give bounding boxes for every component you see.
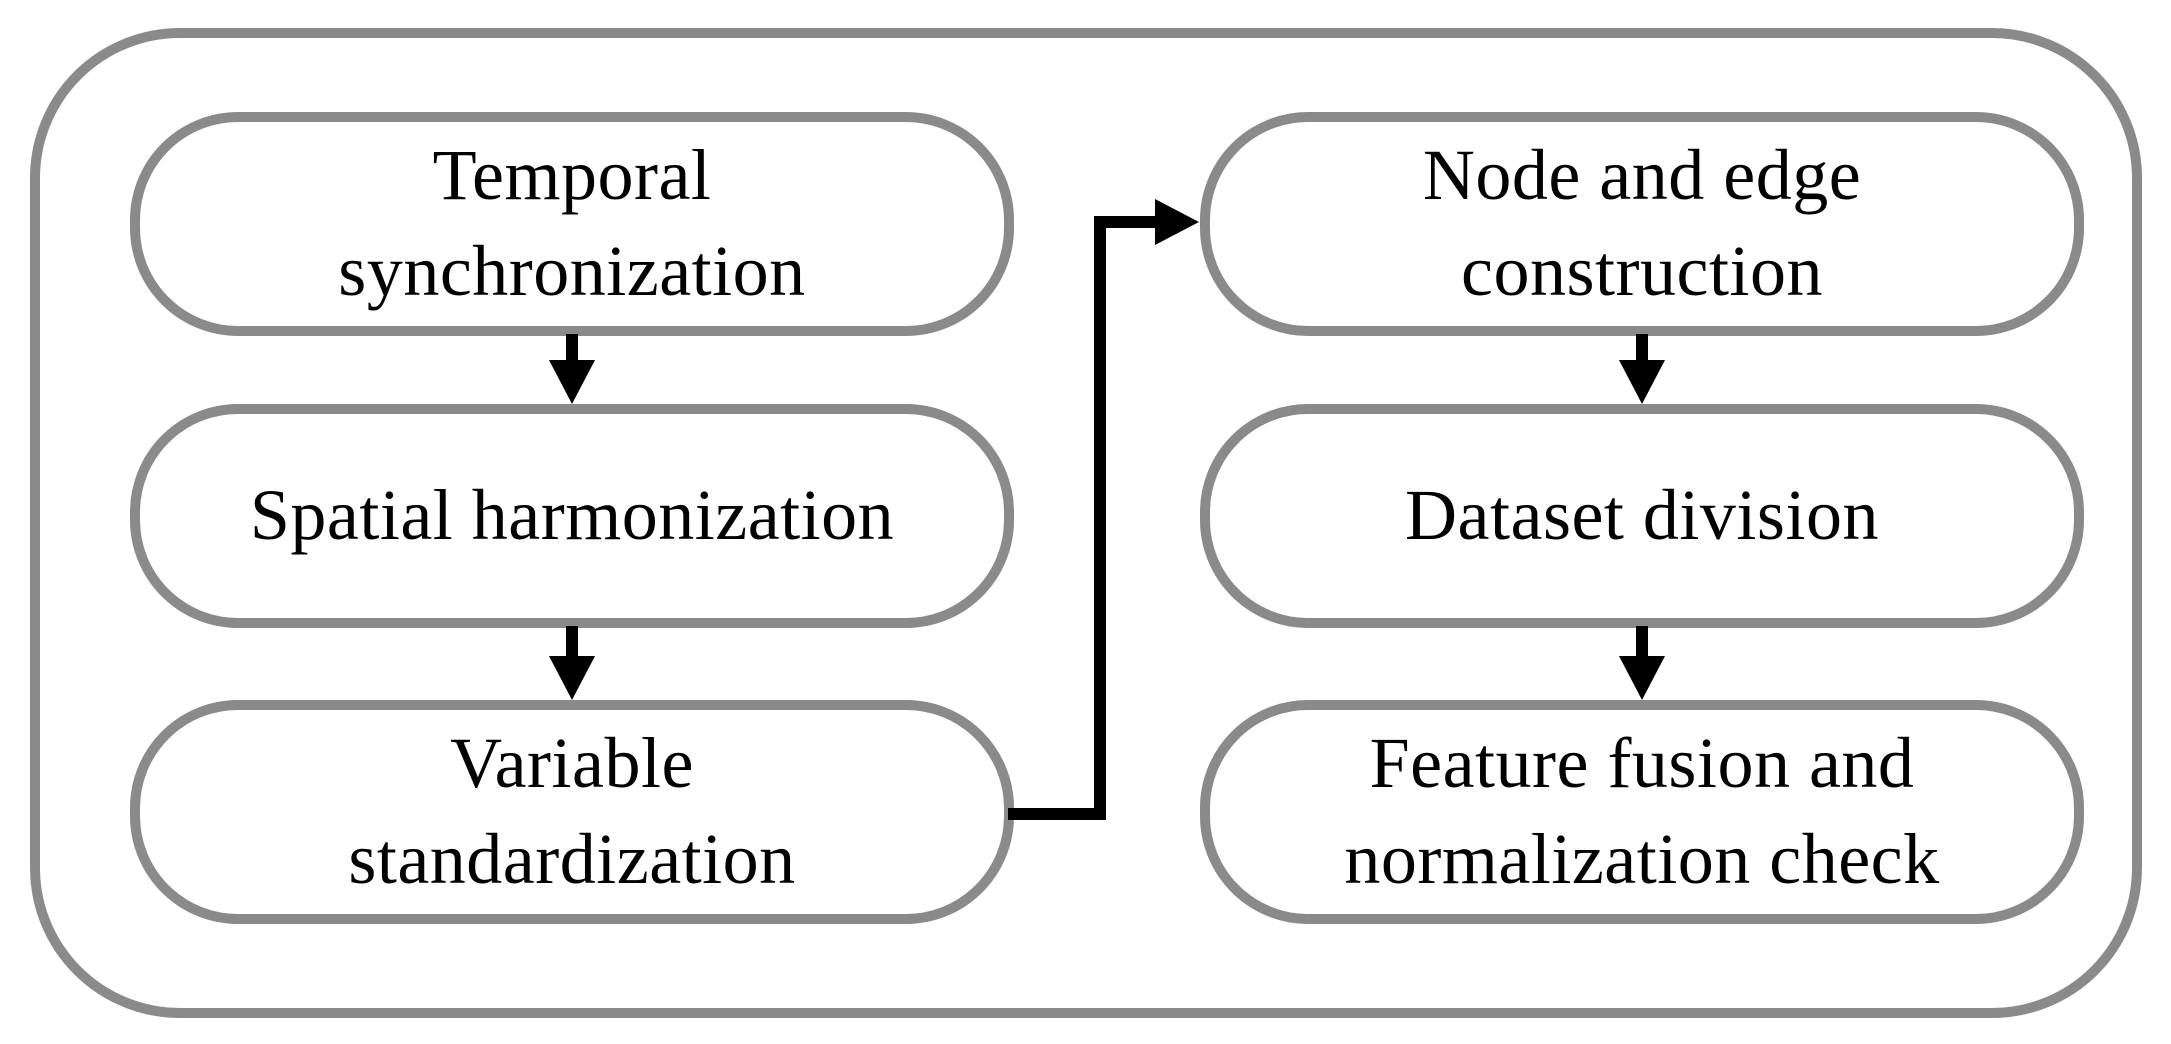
node-label: Node and edge construction (1422, 135, 1862, 311)
node-label: Spatial harmonization (249, 475, 895, 556)
node-spatial-harmonization: Spatial harmonization (130, 404, 1014, 628)
node-temporal-synchronization: Temporal synchronization (130, 112, 1014, 336)
node-feature-fusion-normalization-check: Feature fusion and normalization check (1200, 700, 2084, 924)
node-variable-standardization: Variable standardization (130, 700, 1014, 924)
node-label: Feature fusion and normalization check (1344, 723, 1940, 899)
node-node-and-edge-construction: Node and edge construction (1200, 112, 2084, 336)
node-label: Variable standardization (348, 723, 796, 899)
outer-frame-border (30, 28, 2142, 1018)
node-label: Temporal synchronization (338, 135, 806, 311)
node-label: Dataset division (1405, 475, 1879, 556)
node-dataset-division: Dataset division (1200, 404, 2084, 628)
